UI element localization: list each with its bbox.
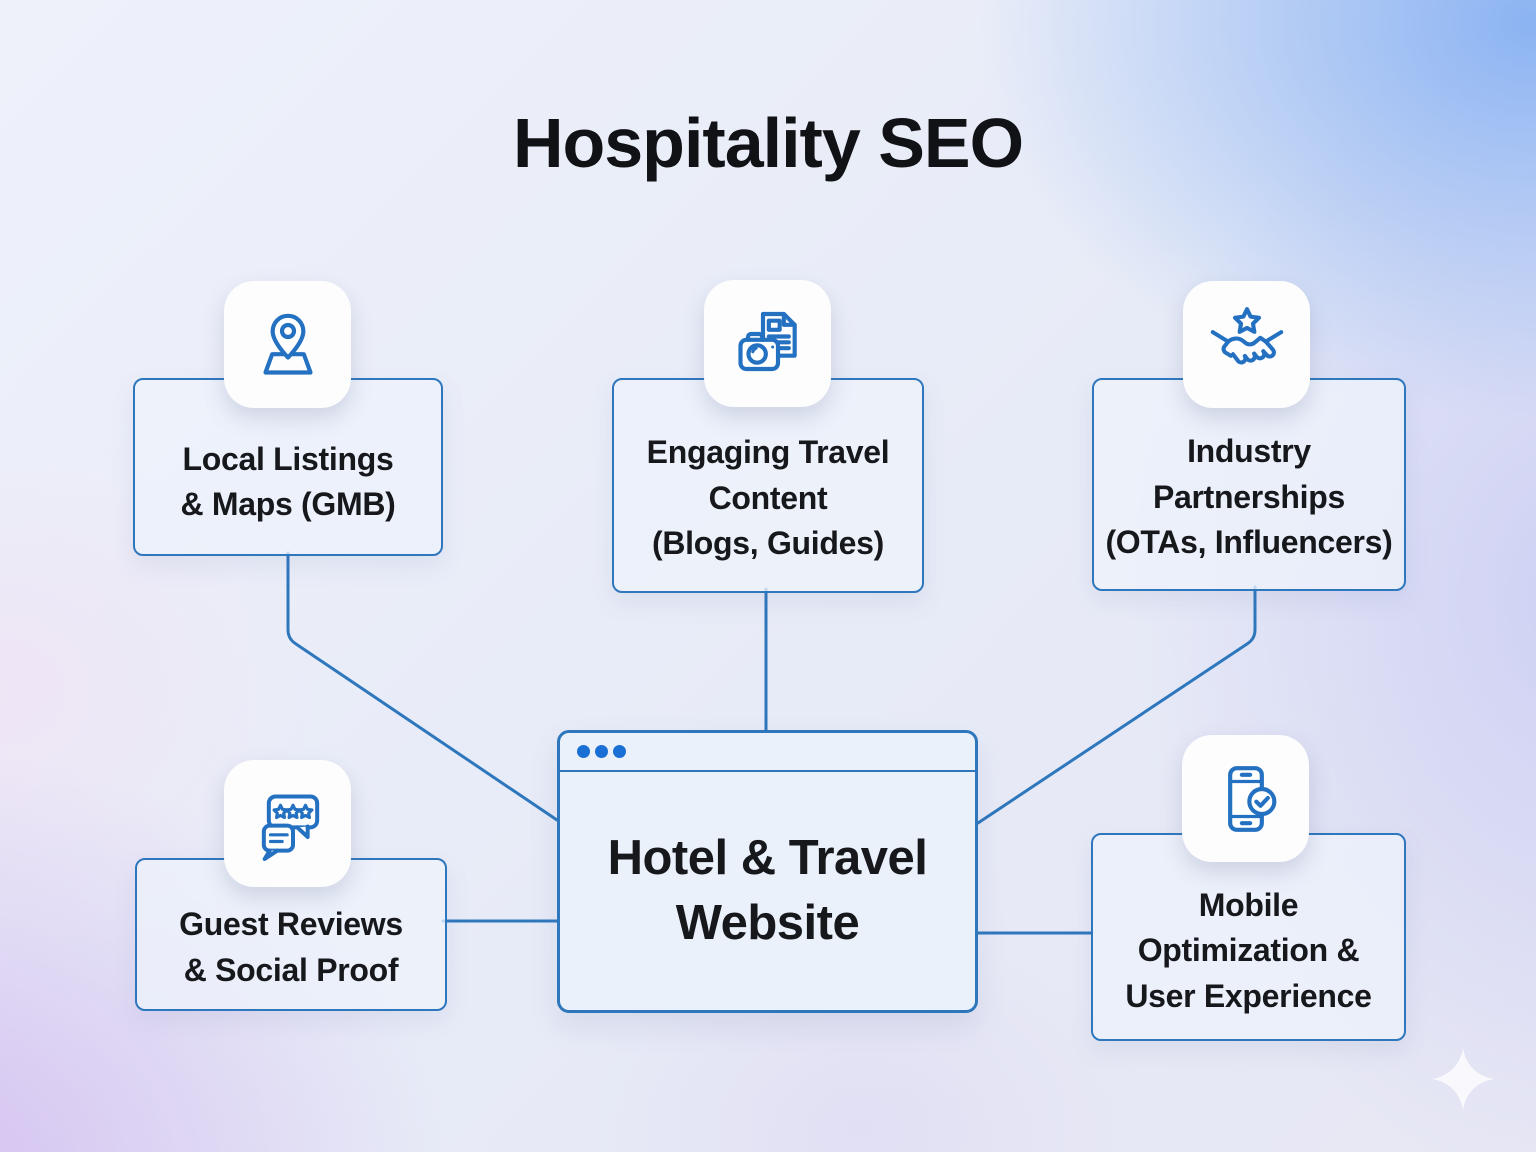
window-dot-icon [613,745,626,758]
map-pin-icon [224,281,351,408]
browser-title-bar [560,733,975,772]
node-industry-partnerships: Industry Partnerships (OTAs, Influencers… [1092,378,1406,591]
center-node-browser-window: Hotel & Travel Website [557,730,978,1013]
window-dot-icon [577,745,590,758]
node-mobile-optimization: Mobile Optimization & User Experience [1091,833,1406,1041]
node-local-listings-label: Local Listings & Maps (GMB) [180,440,396,522]
connector-industry-partnerships [976,585,1257,825]
sparkle-watermark-icon [1432,1048,1494,1110]
mobile-check-icon [1182,735,1309,862]
handshake-star-icon [1183,281,1310,408]
camera-document-icon [704,280,831,407]
node-travel-content-label: Engaging Travel Content (Blogs, Guides) [646,434,890,562]
node-industry-partnerships-label: Industry Partnerships (OTAs, Influencers… [1105,433,1393,561]
node-mobile-optimization-label: Mobile Optimization & User Experience [1125,886,1372,1014]
node-travel-content: Engaging Travel Content (Blogs, Guides) [612,378,924,593]
node-guest-reviews-label: Guest Reviews & Social Proof [179,906,403,988]
review-stars-chat-icon [224,760,351,887]
browser-content: Hotel & Travel Website [560,772,975,1010]
page-title: Hospitality SEO [512,104,1024,182]
window-dot-icon [595,745,608,758]
center-node-label: Hotel & Travel Website [607,830,928,950]
connector-local-listings [286,551,559,822]
